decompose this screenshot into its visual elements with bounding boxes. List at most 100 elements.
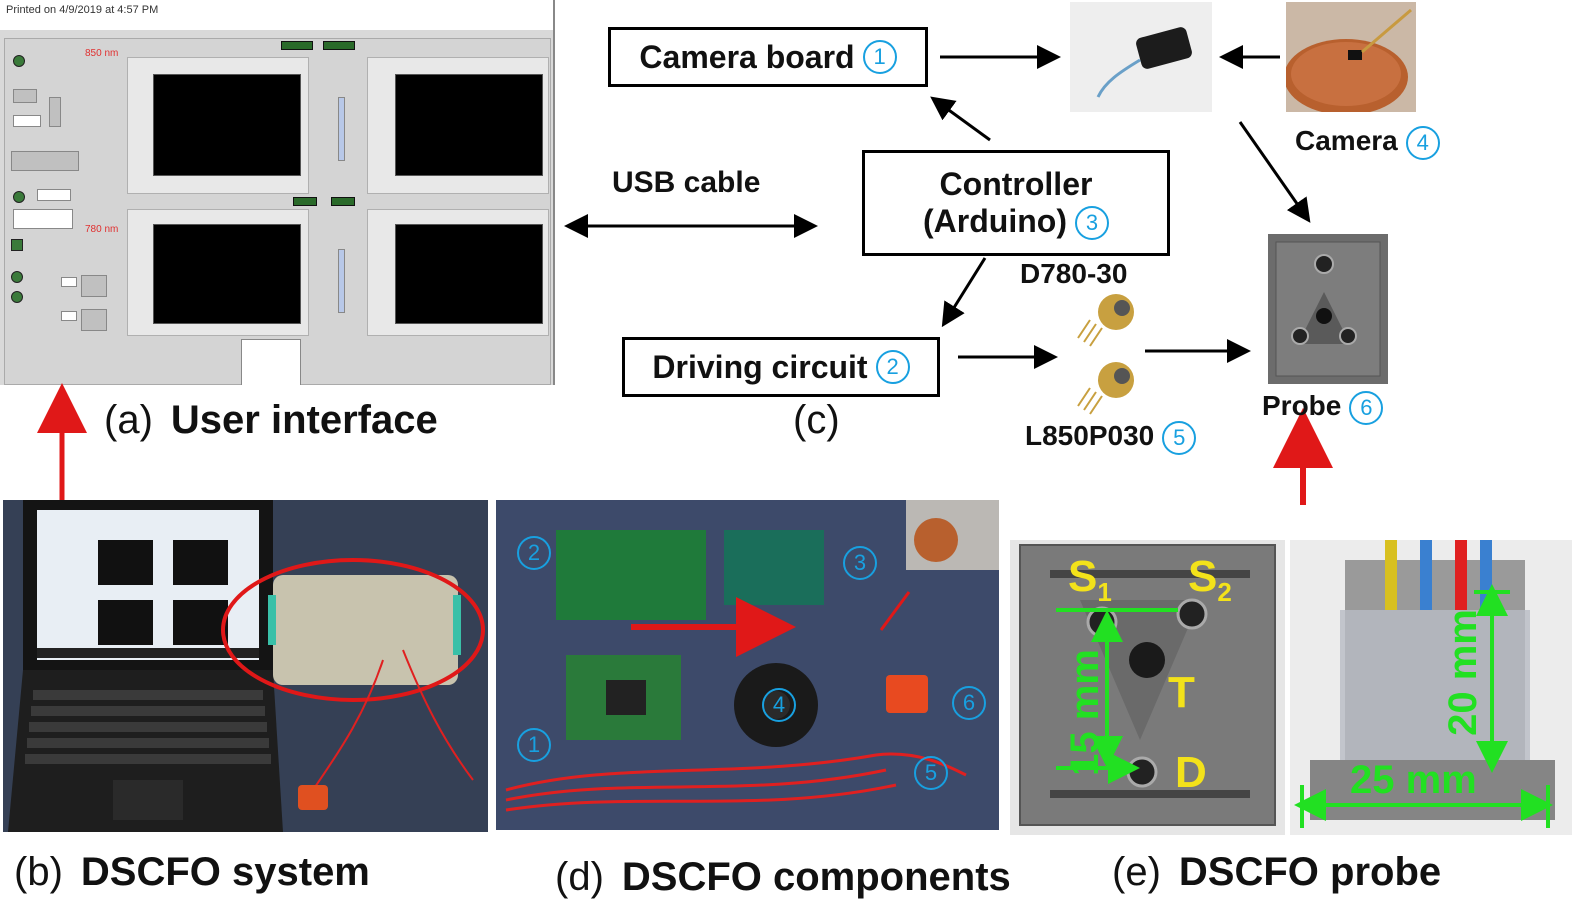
label-850: 850 nm — [85, 48, 119, 59]
controller-line2-wrap: (Arduino)3 — [923, 203, 1109, 241]
label-s1: S1 — [1068, 552, 1112, 608]
label-25mm: 25 mm — [1350, 758, 1477, 802]
comp-num-1: 1 — [517, 728, 551, 762]
controller-num: 3 — [1074, 206, 1109, 241]
label-s2: S2 — [1188, 552, 1232, 608]
indicator-sq — [11, 239, 23, 251]
waveform-plot-3 — [153, 224, 301, 324]
ctrl-button-1[interactable] — [81, 275, 107, 297]
led-4 — [11, 291, 23, 303]
camera-num: 4 — [1405, 125, 1440, 160]
label-d: D — [1175, 748, 1207, 797]
controller-box: Controller (Arduino)3 — [862, 150, 1170, 256]
caption-d: (d) DSCFO components — [555, 855, 1011, 900]
ui-front-panel: 850 nm 780 nm — [4, 38, 551, 385]
controller-line2: (Arduino) — [923, 202, 1067, 239]
label-s1-text: S — [1068, 552, 1098, 601]
coin-graphic — [1286, 8, 1412, 112]
probe-num: 6 — [1349, 390, 1384, 425]
label-s2-sub: 2 — [1217, 576, 1232, 607]
laser-bottom-label: L850P030 — [1025, 420, 1155, 451]
camera-board-label: Camera board — [639, 38, 855, 75]
laser-diodes — [1077, 294, 1134, 415]
caption-e: (e) DSCFO probe — [1112, 850, 1441, 895]
caption-a-letter: (a) — [104, 398, 153, 442]
camera-photo — [1070, 2, 1212, 112]
text-box — [13, 209, 73, 229]
green-bar-3 — [293, 197, 317, 206]
label-s2-text: S — [1188, 552, 1218, 601]
comp-num-4: 4 — [762, 688, 796, 722]
waveform-plot-1 — [153, 74, 301, 176]
num-field-2[interactable] — [61, 311, 77, 321]
arduino-board — [724, 530, 824, 605]
caption-e-text: DSCFO probe — [1178, 850, 1442, 894]
controller-line1: Controller — [939, 165, 1093, 202]
green-bar-4 — [331, 197, 355, 206]
comp-num-6: 6 — [952, 686, 986, 720]
camera-label: Camera — [1295, 125, 1398, 156]
stop-button[interactable] — [11, 151, 79, 171]
ui-screenshot: Printed on 4/9/2019 at 4:57 PM 850 nm 78… — [0, 0, 555, 385]
caption-b-text: DSCFO system — [80, 850, 370, 894]
laser-top-label: D780-30 — [1020, 258, 1128, 289]
waveform-plot-4 — [395, 224, 543, 324]
arrow-controller-to-board — [930, 96, 991, 142]
comp-num-2: 2 — [517, 536, 551, 570]
gauge-2 — [338, 249, 345, 313]
comp-num-3: 3 — [843, 546, 877, 580]
driving-circuit-box: Driving circuit 2 — [622, 337, 940, 397]
camera-graphic — [1096, 27, 1192, 98]
status-led — [13, 55, 25, 67]
ctrl-button-2[interactable] — [81, 309, 107, 331]
probe-graphic — [1275, 241, 1381, 377]
system-photo — [3, 500, 488, 832]
driving-circuit-board — [556, 530, 706, 620]
arrow-controller-to-driver — [941, 257, 987, 328]
driving-circuit-label: Driving circuit — [652, 348, 868, 385]
probe-label: Probe — [1262, 390, 1342, 421]
sensor-coin-photo — [1286, 2, 1416, 112]
caption-b-letter: (b) — [14, 850, 63, 894]
printed-line: Printed on 4/9/2019 at 4:57 PM — [0, 0, 553, 30]
camera-board-num: 1 — [862, 40, 897, 74]
num-field-1[interactable] — [61, 277, 77, 287]
toggle-switch[interactable] — [13, 89, 37, 103]
green-bar-1 — [281, 41, 313, 50]
green-bar-2 — [323, 41, 355, 50]
camera-board-box: Camera board 1 — [608, 27, 928, 87]
system-graphic — [3, 500, 488, 832]
probe-photo — [1268, 234, 1388, 384]
label-20mm: 20 mm — [1440, 609, 1485, 736]
laser-num: 5 — [1162, 420, 1197, 455]
led-2 — [13, 191, 25, 203]
caption-a-text: User interface — [170, 398, 438, 442]
led-3 — [11, 271, 23, 283]
probe-3d — [886, 675, 928, 713]
arrow-camera-to-probe — [1238, 121, 1311, 223]
label-780: 780 nm — [85, 224, 119, 235]
label-t: T — [1168, 668, 1195, 717]
save-box — [241, 339, 301, 385]
caption-d-letter: (d) — [555, 855, 604, 899]
label-s1-sub: 1 — [1097, 576, 1112, 607]
waveform-plot-2 — [395, 74, 543, 176]
numeric-input[interactable] — [13, 115, 41, 127]
driving-circuit-num: 2 — [875, 350, 910, 384]
caption-e-letter: (e) — [1112, 850, 1161, 894]
label-15mm: 15 mm — [1062, 649, 1107, 776]
caption-a: (a) User interface — [104, 398, 438, 443]
slider-switch[interactable] — [49, 97, 61, 127]
caption-c: (c) — [793, 398, 840, 442]
caption-b: (b) DSCFO system — [14, 850, 370, 895]
comp-num-5: 5 — [914, 756, 948, 790]
usb-cable-label: USB cable — [612, 166, 761, 199]
caption-d-text: DSCFO components — [621, 855, 1011, 899]
file-path[interactable] — [37, 189, 71, 201]
gauge-1 — [338, 97, 345, 161]
